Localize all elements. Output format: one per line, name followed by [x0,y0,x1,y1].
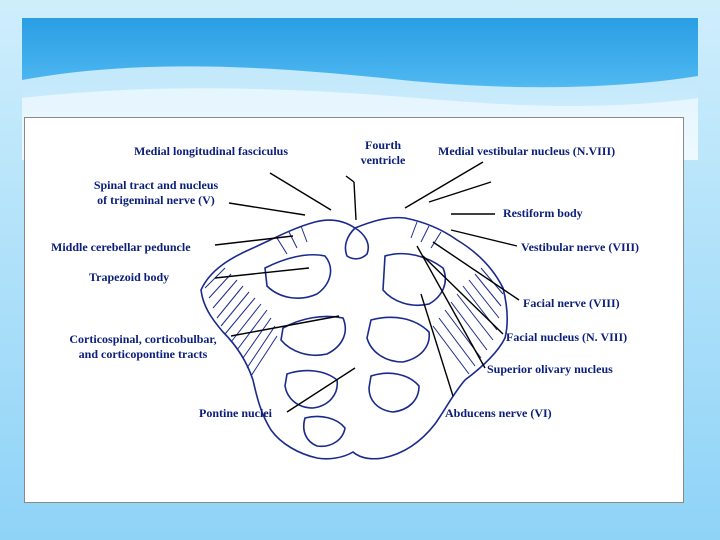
label-vestibular-nerve: Vestibular nerve (VIII) [521,240,640,254]
label-spinal-tract-line1: Spinal tract and nucleus [93,178,219,192]
leader-line-fourth-ventricle [353,181,357,221]
leader-line-medial-vestibular [404,161,484,209]
label-middle-cerebellar-peduncle: Middle cerebellar peduncle [51,240,191,254]
label-corticospinal-line1: Corticospinal, corticobulbar, [69,332,217,346]
label-corticospinal-line2: and corticopontine tracts [78,347,208,361]
label-trapezoid-body: Trapezoid body [89,270,170,284]
leader-line-vestibular-right-top [428,181,492,203]
label-spinal-tract: Spinal tract and nucleus of trigeminal n… [81,178,231,208]
leader-line-mlf [269,172,332,211]
figure-panel: Medial longitudinal fasciculus Fourth ve… [24,117,684,503]
pons-specimen [200,216,508,460]
label-abducens-nerve: Abducens nerve (VI) [445,406,552,420]
specimen-hatching [204,221,504,377]
leader-line-facial-nerve [432,241,520,301]
pons-cross-section-figure [200,161,520,460]
leader-line-vestibular-nerve [450,229,518,247]
leader-line-spinal-tract [228,202,306,216]
label-fourth-ventricle: Fourth ventricle [355,138,411,168]
label-fourth-ventricle-line1: Fourth [365,138,401,152]
leader-line-superior-olivary [416,245,486,369]
leader-line-trapezoid [214,267,310,279]
label-fourth-ventricle-line2: ventricle [360,153,406,167]
leader-lines [214,161,520,413]
label-spinal-tract-line2: of trigeminal nerve (V) [97,193,215,207]
label-superior-olivary-nucleus: Superior olivary nucleus [487,362,613,376]
leader-line-facial-nucleus [422,255,504,335]
leader-line-abducens [420,293,454,397]
label-facial-nucleus: Facial nucleus (N. VIII) [506,330,628,344]
label-facial-nerve: Facial nerve (VIII) [523,296,620,310]
label-restiform-body: Restiform body [503,206,583,220]
leader-line-corticospinal [230,315,340,337]
leader-line-pontine-nuclei [286,367,356,413]
label-medial-longitudinal-fasciculus: Medial longitudinal fasciculus [134,144,289,158]
leader-line-middle-cerebellar [214,235,294,246]
label-pontine-nuclei: Pontine nuclei [199,406,273,420]
label-corticospinal-tracts: Corticospinal, corticobulbar, and cortic… [55,332,231,362]
label-medial-vestibular-nucleus: Medial vestibular nucleus (N.VIII) [438,144,616,158]
